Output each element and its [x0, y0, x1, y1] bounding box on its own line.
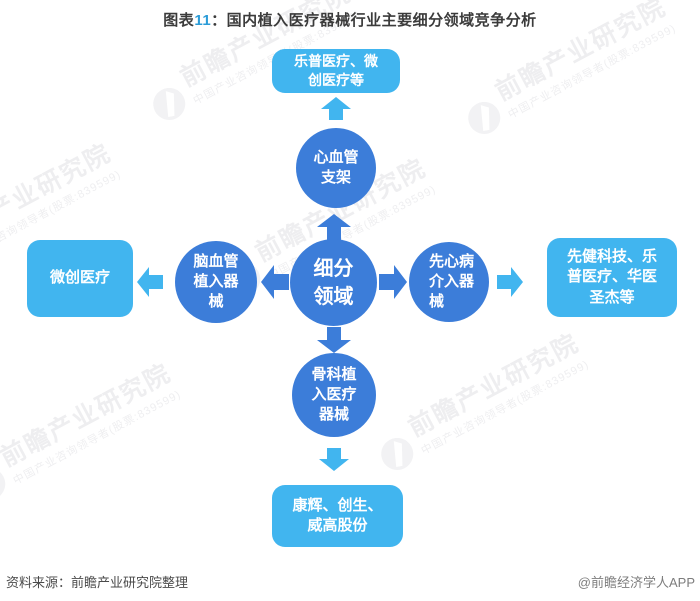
node-congenital-heart-intervention: 先心病 介入器 械 [409, 242, 489, 322]
result-box-cardiovascular: 乐普医疗、微 创医疗等 [272, 49, 400, 93]
qianzhan-logo-watermark-icon [381, 437, 414, 470]
qianzhan-logo-watermark-icon [468, 101, 501, 134]
watermark-sub-text: 中国产业咨询领导者(股票:839599) [11, 388, 184, 488]
figure-title-number: 11 [194, 12, 212, 29]
arrow-down-light-icon [319, 448, 349, 471]
arrow-left-light-icon [137, 267, 163, 297]
result-box-congenital-heart: 先健科技、乐 普医疗、华医 圣杰等 [547, 238, 677, 317]
qianzhan-logo-watermark-icon [153, 87, 186, 120]
figure-title-text: ：国内植入医疗器械行业主要细分领域竞争分析 [211, 12, 537, 29]
watermark-tile: 前瞻产业研究院中国产业咨询领导者(股票:839599) [366, 324, 593, 477]
watermark-main-text: 前瞻产业研究院 [0, 138, 116, 253]
watermark-sub-text: 中国产业咨询领导者(股票:839599) [506, 22, 679, 122]
arrow-left-dark-icon [261, 265, 289, 299]
watermark-main-text: 前瞻产业研究院 [0, 358, 176, 473]
arrow-up-dark-icon [317, 214, 351, 240]
figure-title-prefix: 图表 [163, 12, 195, 29]
watermark-main-text: 前瞻产业研究院 [403, 328, 584, 443]
arrow-right-dark-icon [379, 265, 407, 299]
node-cardiovascular-stent: 心血管 支架 [296, 128, 376, 208]
arrow-down-dark-icon [317, 327, 351, 353]
figure-title: 图表11：国内植入医疗器械行业主要细分领域竞争分析 [0, 9, 700, 30]
node-cerebrovascular-implant: 脑血管 植入器 械 [175, 241, 257, 323]
credit-note: @前瞻经济学人APP [577, 575, 695, 590]
node-center-segments: 细分 领域 [290, 239, 377, 326]
arrow-right-light-icon [497, 267, 523, 297]
qianzhan-logo-watermark-icon [0, 467, 6, 500]
watermark-sub-text: 中国产业咨询领导者(股票:839599) [419, 358, 592, 458]
arrow-up-light-icon [321, 97, 351, 120]
result-box-orthopedic: 康辉、创生、 威高股份 [272, 485, 403, 547]
node-orthopedic-implant: 骨科植 入医疗 器械 [292, 353, 376, 437]
source-note: 资料来源：前瞻产业研究院整理 [6, 575, 189, 590]
result-box-cerebrovascular: 微创医疗 [27, 240, 133, 317]
watermark-tile: 前瞻产业研究院中国产业咨询领导者(股票:839599) [0, 354, 184, 507]
